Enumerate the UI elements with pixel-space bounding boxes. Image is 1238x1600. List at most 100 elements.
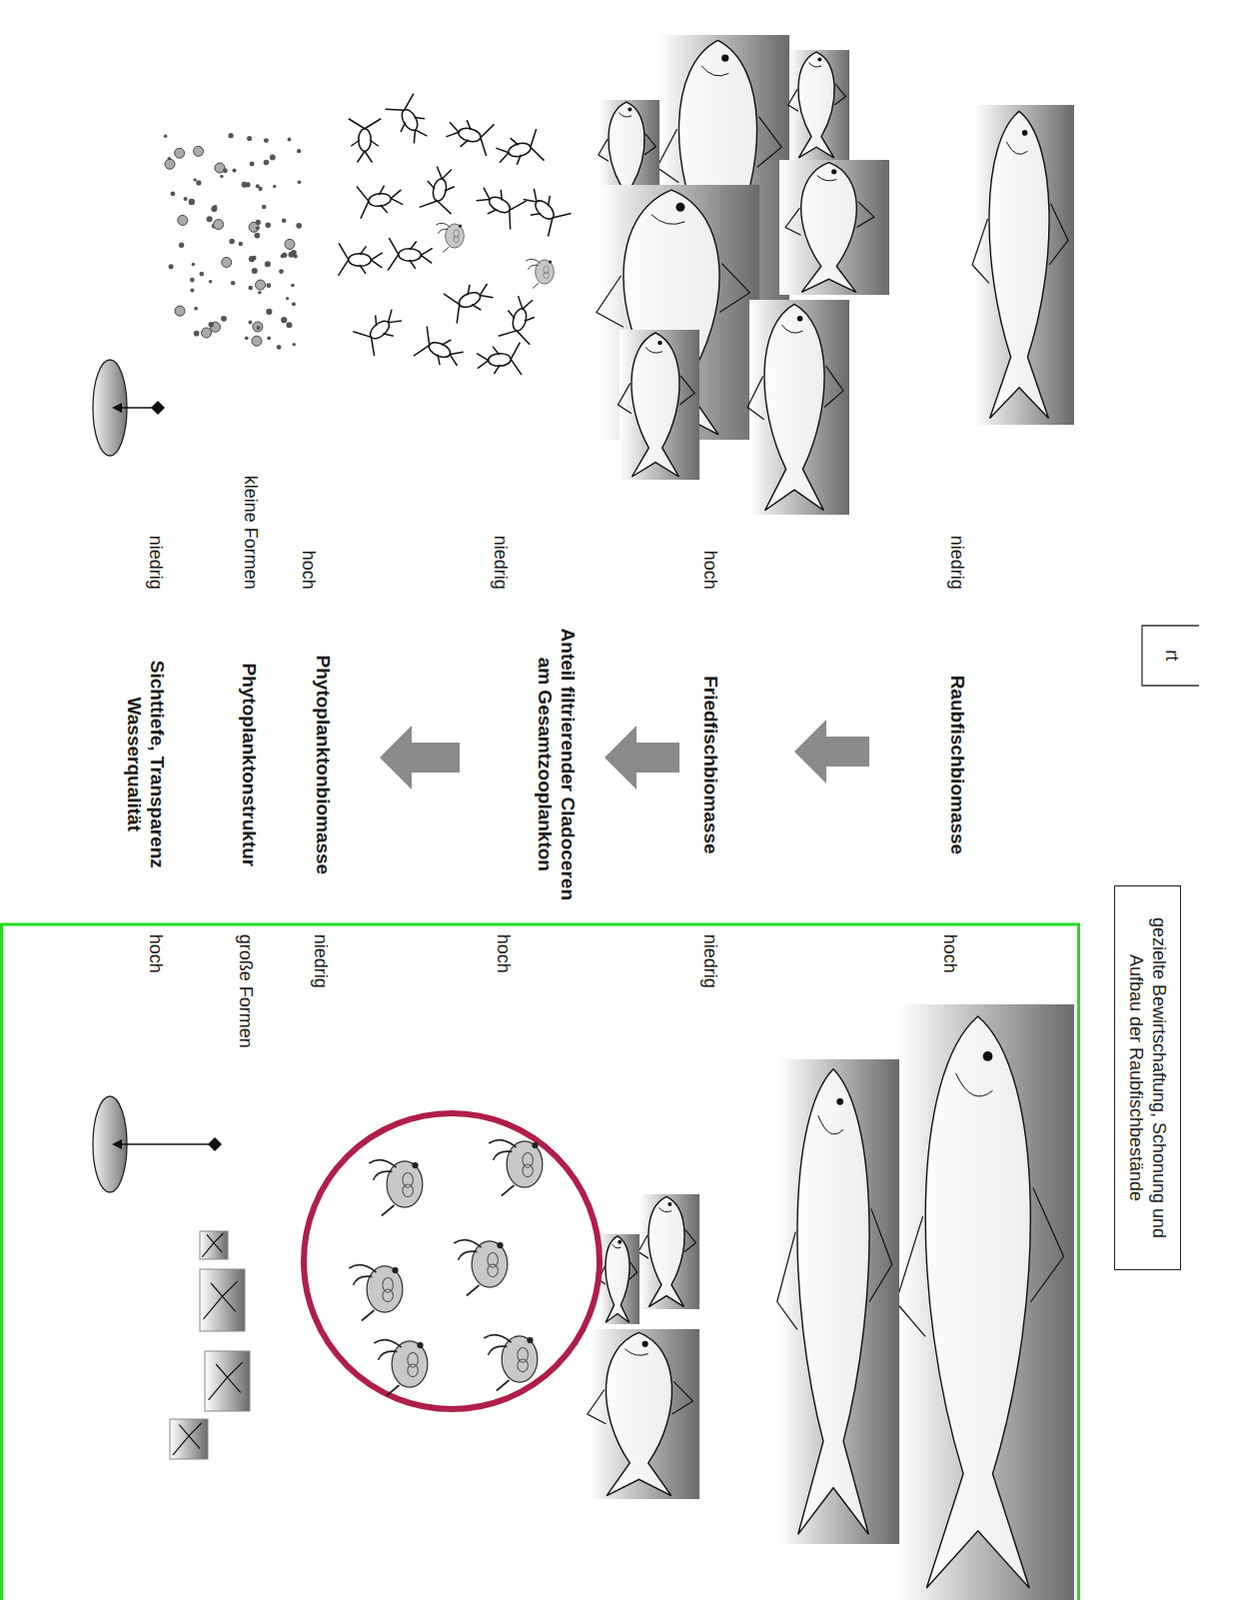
daphnia-organ bbox=[522, 1152, 534, 1168]
value-label: hoch bbox=[296, 439, 319, 590]
phytoplankton-cell bbox=[269, 154, 276, 161]
fish-eye bbox=[667, 1202, 672, 1207]
daphnia-eye bbox=[458, 223, 462, 227]
fish-fin bbox=[896, 1188, 1065, 1337]
daphnia-organ bbox=[543, 271, 550, 279]
daphnia-antenna bbox=[435, 222, 450, 252]
fish-eye bbox=[831, 168, 837, 174]
copepod bbox=[384, 93, 435, 148]
phytoplankton-cell bbox=[255, 219, 261, 225]
phytoplankton-cell bbox=[272, 184, 276, 188]
daphnia bbox=[373, 1339, 428, 1396]
fish-background bbox=[589, 1328, 700, 1499]
copepod bbox=[387, 237, 433, 272]
effect-arrow bbox=[794, 719, 870, 784]
daphnia-eye bbox=[411, 1162, 418, 1169]
highlight-circle bbox=[303, 1113, 600, 1409]
disk bbox=[92, 1096, 127, 1193]
phytoplankton-cell bbox=[193, 145, 204, 156]
phytoplankton-cell bbox=[287, 137, 292, 142]
copepod bbox=[352, 302, 407, 356]
phytoplankton-cell bbox=[263, 159, 269, 165]
copepod-limbs bbox=[498, 293, 542, 345]
secchi-disk bbox=[92, 1096, 222, 1193]
value-label: niedrig bbox=[143, 439, 166, 590]
predator-fish bbox=[896, 1004, 1075, 1600]
large-phytoplankton bbox=[199, 1268, 245, 1331]
disk bbox=[92, 359, 127, 456]
fish-mouth bbox=[658, 1207, 672, 1212]
phytoplankton-cell bbox=[220, 315, 227, 322]
phytoplankton-cell bbox=[249, 161, 255, 167]
phytoplankton-cell bbox=[188, 198, 195, 205]
fish-eye bbox=[797, 315, 804, 322]
copepod-body bbox=[398, 247, 422, 261]
copepod bbox=[337, 242, 382, 276]
copepod-limbs bbox=[471, 179, 526, 230]
phytoplankton-cell bbox=[296, 148, 301, 153]
phytoplankton-background bbox=[199, 1231, 228, 1259]
fish-eye bbox=[657, 340, 662, 345]
daphnia-body bbox=[391, 1340, 428, 1387]
note-text: gezielte Bewirtschaftung, Schonung und A… bbox=[1125, 900, 1171, 1255]
phytoplankton-cell bbox=[264, 260, 271, 267]
predator-fish bbox=[972, 104, 1075, 425]
copepod bbox=[476, 342, 522, 378]
phytoplankton-cell bbox=[280, 316, 287, 323]
phytoplankton-cell bbox=[256, 325, 261, 330]
daphnia bbox=[488, 1140, 543, 1197]
fish-eye bbox=[627, 107, 632, 112]
phytoplankton-cell bbox=[278, 268, 284, 274]
phytoplankton-cell bbox=[210, 205, 217, 212]
phytoplankton-cell bbox=[219, 174, 223, 178]
predator-fish bbox=[777, 1059, 900, 1544]
fish-fin bbox=[747, 365, 844, 420]
row-label: Anteil filtrierender Cladoceren am Gesam… bbox=[532, 621, 579, 907]
copepod-limbs bbox=[443, 113, 494, 156]
daphnia-antenna bbox=[373, 1339, 401, 1396]
daphnia-organ bbox=[407, 1351, 419, 1367]
copepod-body bbox=[487, 352, 511, 367]
phytoplankton-cell bbox=[164, 158, 175, 169]
row-label: Sichttiefe, Transparenz Wasserqualität bbox=[121, 621, 168, 907]
copepod bbox=[348, 118, 382, 163]
copepod-limbs bbox=[356, 180, 404, 219]
daphnia-antenna bbox=[453, 1239, 481, 1296]
prey-fish bbox=[747, 299, 850, 515]
copepod-body bbox=[358, 128, 372, 152]
fish-eye bbox=[642, 1340, 649, 1347]
phytoplankton-cell bbox=[183, 196, 188, 201]
value-label: niedrig bbox=[308, 934, 331, 1085]
phytoplankton-cell bbox=[189, 277, 195, 283]
copepod bbox=[493, 128, 544, 171]
daphnia-antenna bbox=[488, 1140, 516, 1197]
fish-body bbox=[631, 332, 680, 477]
copepod bbox=[443, 113, 494, 156]
fish-fin bbox=[598, 133, 657, 161]
fish-background bbox=[974, 104, 1075, 425]
fish-mouth bbox=[956, 1073, 994, 1097]
phytoplankton-cell bbox=[285, 321, 292, 328]
copepod bbox=[356, 180, 404, 219]
phytoplankton-cell bbox=[255, 183, 260, 188]
fish-background bbox=[779, 1059, 900, 1544]
fish-fin bbox=[638, 1229, 697, 1258]
phytoplankton-cell bbox=[230, 280, 235, 285]
copepod-limbs bbox=[384, 93, 435, 148]
phytoplankton-cell bbox=[198, 271, 204, 277]
value-label: hoch bbox=[938, 934, 961, 1085]
copepod-limbs bbox=[517, 182, 572, 237]
daphnia bbox=[435, 222, 464, 252]
copepod bbox=[498, 293, 542, 345]
fish-background bbox=[779, 159, 890, 295]
phytoplankton-cell bbox=[174, 147, 185, 158]
row-label: Friedfischbiomasse bbox=[698, 621, 722, 907]
phytoplankton-cell bbox=[251, 255, 257, 261]
daphnia-body bbox=[366, 1265, 403, 1312]
phytoplankton-cell bbox=[255, 279, 266, 290]
fish-fin bbox=[657, 116, 783, 183]
secchi-disk bbox=[92, 359, 165, 456]
phytoplankton-background bbox=[199, 1268, 245, 1331]
phytoplankton-cell bbox=[177, 214, 188, 225]
value-label: niedrig bbox=[488, 439, 511, 590]
